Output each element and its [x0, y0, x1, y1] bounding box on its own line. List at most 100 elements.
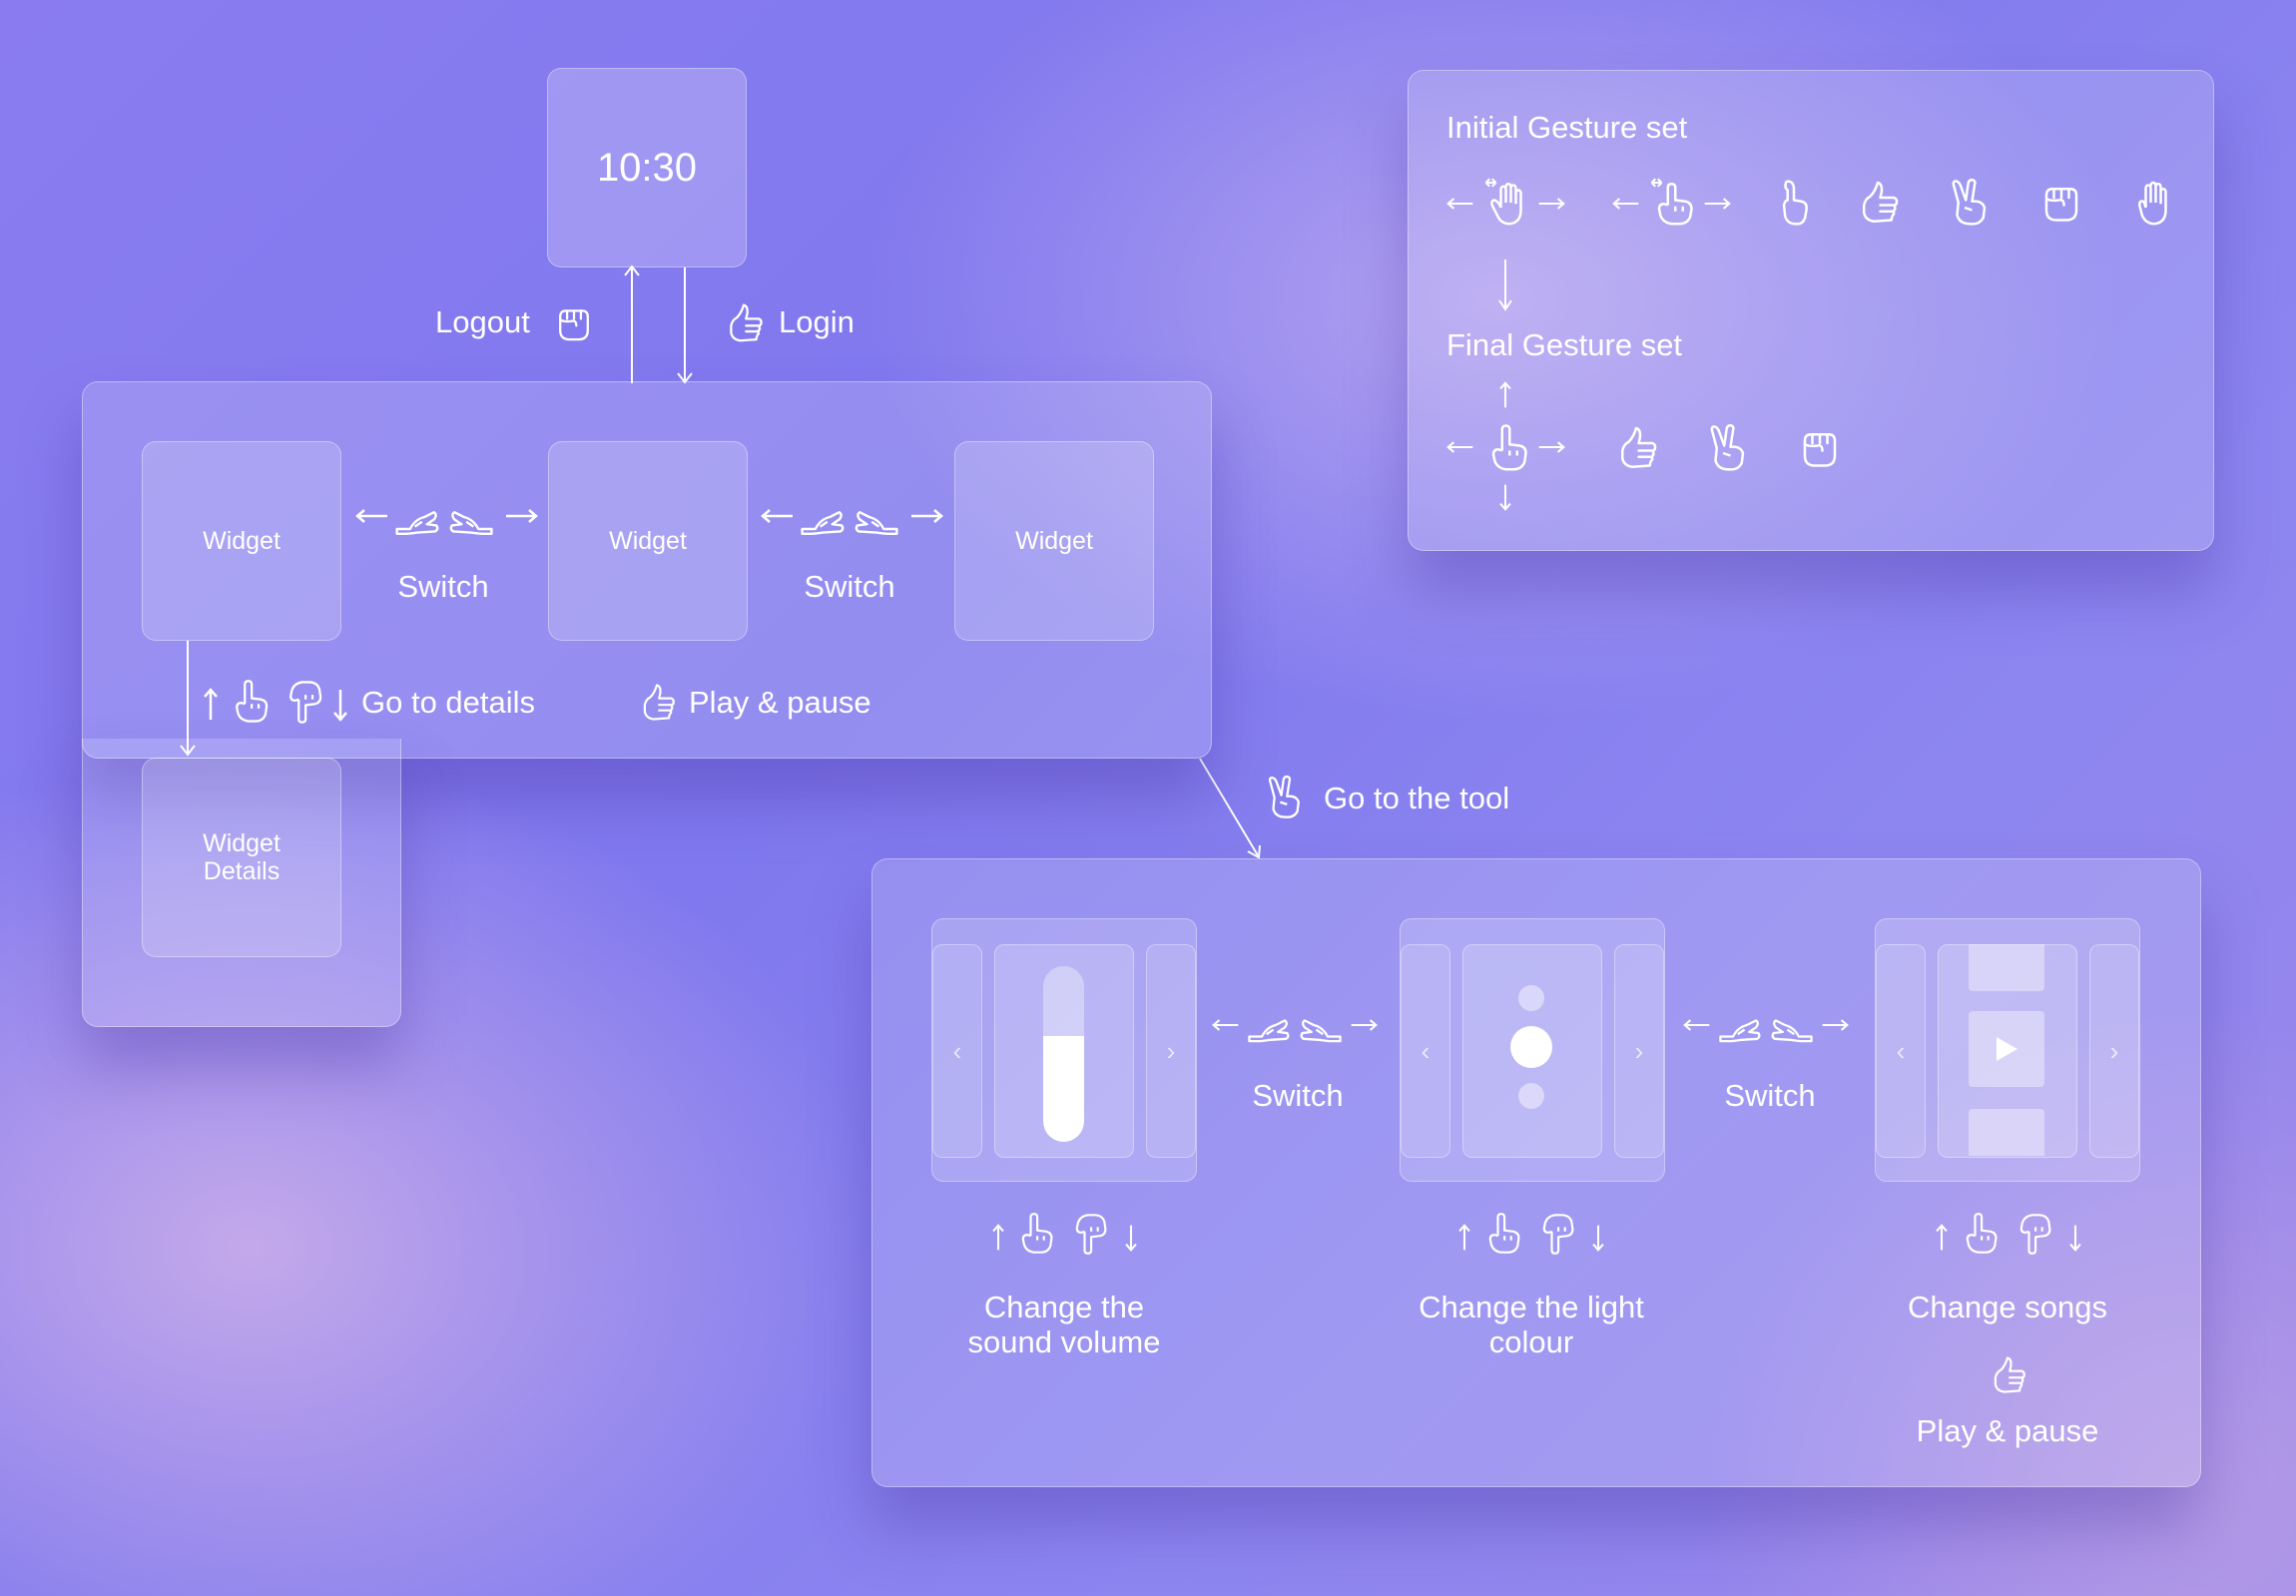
swipe-hand-icon [853, 493, 900, 541]
songs-play-pause-label: Play & pause [1916, 1413, 2099, 1448]
fist-icon [551, 300, 597, 346]
arrow-right-icon [1537, 440, 1565, 454]
arrow-right-icon [504, 509, 538, 523]
clock-card[interactable]: 10:30 [547, 68, 747, 267]
clock-time: 10:30 [596, 145, 698, 190]
switch-label: Switch [804, 569, 895, 604]
arrow-right-icon [1350, 1018, 1378, 1032]
fist-icon [2036, 178, 2086, 228]
swipe-hand-icon [393, 493, 441, 541]
logout-label: Logout [435, 304, 530, 339]
initial-gesture-set-title: Initial Gesture set [1446, 110, 1688, 145]
thumbs-up-icon [1611, 423, 1661, 473]
colour-option-dot[interactable] [1518, 985, 1544, 1011]
thumbs-up-icon [1986, 1353, 2029, 1397]
arrow-left-icon [1446, 440, 1474, 454]
chevron-left-icon: ‹ [1896, 1035, 1906, 1066]
point-swipe-icon [1649, 178, 1699, 228]
victory-hand-icon [1262, 775, 1308, 820]
arrow-left-icon [761, 509, 795, 523]
chevron-left-icon: ‹ [952, 1035, 962, 1066]
widget-label: Widget [203, 526, 281, 555]
point-down-icon [1535, 1212, 1579, 1256]
swipe-hand-icon [1769, 1002, 1815, 1048]
switch-label: Switch [1724, 1078, 1816, 1113]
widget-panel-extension [82, 739, 401, 1027]
widget-card-3[interactable]: Widget [954, 441, 1154, 641]
point-up-icon [1481, 1212, 1525, 1256]
point-up-icon [228, 679, 274, 725]
arrow-right-icon [1537, 197, 1565, 211]
arrow-left-icon [1446, 197, 1474, 211]
point-down-icon [2012, 1212, 2056, 1256]
gesture-set-panel [1408, 70, 2214, 551]
swipe-hand-icon [1246, 1002, 1292, 1048]
victory-hand-icon [1945, 178, 1995, 228]
light-caption: Change the light colour [1419, 1290, 1644, 1359]
volume-slider[interactable] [1043, 966, 1084, 1142]
prev-panel[interactable]: ‹ [932, 944, 982, 1158]
thumbs-up-icon [1853, 178, 1903, 228]
play-icon [1997, 1037, 2017, 1061]
previous-song-tile[interactable] [1969, 944, 2044, 991]
arrow-up-icon [204, 688, 218, 722]
chevron-right-icon: › [1166, 1035, 1176, 1066]
point-up-icon [1959, 1212, 2003, 1256]
arrow-right-icon [909, 509, 943, 523]
colour-selected-dot[interactable] [1510, 1026, 1552, 1068]
thumbs-up-icon [635, 681, 679, 725]
point-down-icon [1068, 1212, 1112, 1256]
widget-card-2[interactable]: Widget [548, 441, 748, 641]
widget-panel [82, 381, 1212, 759]
point-up-icon [1483, 423, 1533, 473]
chevron-right-icon: › [2109, 1035, 2119, 1066]
tools-panel [871, 858, 2201, 1487]
arrow-down-icon [2068, 1224, 2082, 1252]
swipe-hand-icon [799, 493, 847, 541]
swipe-hand-icon [1717, 1002, 1763, 1048]
arrow-up-icon [1935, 1224, 1949, 1252]
open-palm-icon [2128, 178, 2178, 228]
arrow-right-icon [1703, 197, 1731, 211]
next-song-tile[interactable] [1969, 1109, 2044, 1156]
next-panel[interactable]: › [2089, 944, 2139, 1158]
arrow-up-icon [1498, 381, 1512, 409]
go-to-details-label: Go to details [361, 685, 536, 720]
arrow-down-icon [1498, 483, 1512, 511]
arrow-left-icon [355, 509, 389, 523]
widget-card-1[interactable]: Widget [142, 441, 341, 641]
arrow-up-icon [1457, 1224, 1471, 1252]
prev-panel[interactable]: ‹ [1401, 944, 1450, 1158]
arrow-down-icon [1591, 1224, 1605, 1252]
widget-label: Widget [1015, 526, 1093, 555]
swipe-hand-icon [1298, 1002, 1344, 1048]
play-button[interactable] [1969, 1011, 2044, 1087]
point-up-icon [1014, 1212, 1058, 1256]
play-pause-label: Play & pause [689, 685, 871, 720]
chevron-left-icon: ‹ [1421, 1035, 1431, 1066]
login-label: Login [779, 304, 855, 339]
tap-finger-icon [1769, 178, 1819, 228]
arrow-left-icon [1612, 197, 1640, 211]
open-palm-swipe-icon [1483, 178, 1533, 228]
thumbs-up-icon [721, 300, 767, 346]
arrow-left-icon [1683, 1018, 1711, 1032]
switch-label: Switch [397, 569, 489, 604]
widget-details-card[interactable]: Widget Details [142, 758, 341, 957]
arrow-down-icon [1124, 1224, 1138, 1252]
colour-option-dot[interactable] [1518, 1083, 1544, 1109]
fist-icon [1795, 423, 1845, 473]
arrow-left-icon [1212, 1018, 1240, 1032]
prev-panel[interactable]: ‹ [1876, 944, 1926, 1158]
go-to-tool-label: Go to the tool [1324, 781, 1510, 815]
final-gesture-set-title: Final Gesture set [1446, 327, 1683, 362]
next-panel[interactable]: › [1146, 944, 1196, 1158]
victory-hand-icon [1703, 423, 1753, 473]
switch-label: Switch [1252, 1078, 1344, 1113]
widget-details-label: Widget Details [203, 829, 281, 885]
arrow-up-icon [991, 1224, 1005, 1252]
point-down-icon [282, 679, 327, 725]
next-panel[interactable]: › [1614, 944, 1664, 1158]
widget-label: Widget [609, 526, 687, 555]
